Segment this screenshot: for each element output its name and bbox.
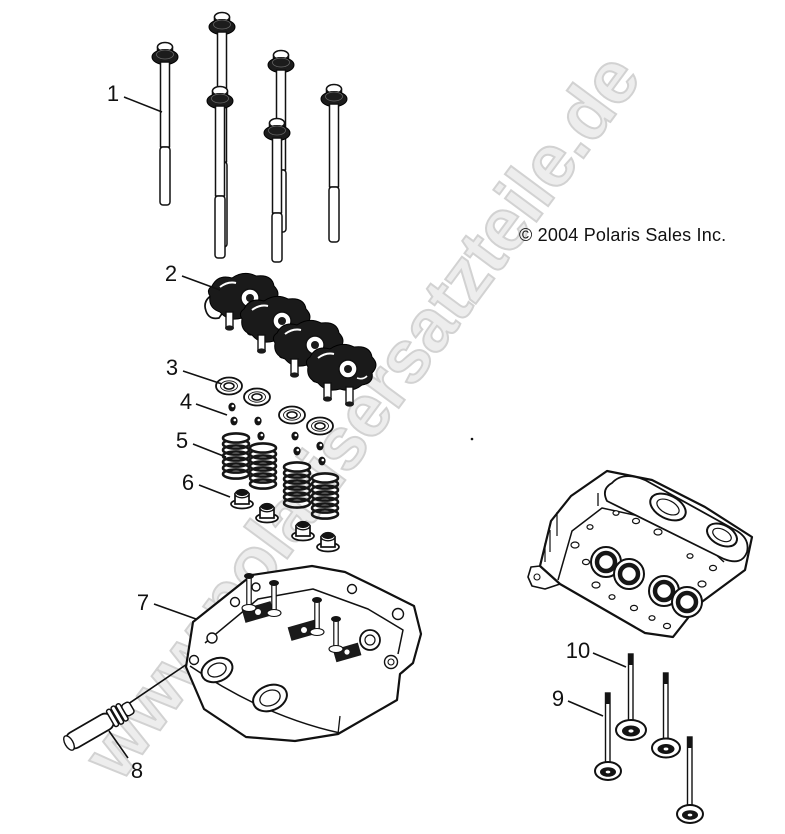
valve-stem-seal [230, 488, 254, 510]
leader-line-10 [592, 652, 627, 668]
callout-label-3: 3 [166, 355, 178, 380]
installed-valve-stems [241, 573, 344, 654]
valve [676, 736, 704, 824]
leader-line-8 [108, 730, 129, 759]
valve-spring [221, 432, 251, 480]
valves [594, 653, 704, 824]
valve [594, 692, 622, 781]
leader-line-5 [192, 443, 227, 458]
valve-spring [282, 461, 312, 509]
spring-retainer-washer [306, 416, 334, 436]
valve-stem-seal [255, 502, 279, 524]
head-bolt [320, 83, 348, 243]
callout-label-1: 1 [107, 81, 119, 106]
valve-stem-seal [316, 531, 340, 553]
dowel-pin [63, 701, 135, 751]
head-bolts [151, 11, 348, 263]
callout-labels: 1 2 3 4 5 6 7 8 9 10 [107, 81, 590, 783]
leader-line-2 [181, 275, 221, 291]
callout-label-8: 8 [131, 758, 143, 783]
spring-retainer-washer [243, 387, 271, 407]
cylinder-head-top-view [184, 564, 423, 743]
leader-line-7 [153, 603, 197, 620]
valve-spring [248, 442, 278, 490]
callout-label-6: 6 [182, 470, 194, 495]
leader-lines [108, 96, 627, 759]
callout-label-7: 7 [137, 590, 149, 615]
valve [615, 653, 647, 741]
head-bolt [263, 117, 291, 263]
valve-seats [590, 546, 703, 618]
head-bolt [151, 41, 179, 206]
valve-spring [310, 472, 340, 520]
rocker-arm [305, 343, 377, 408]
callout-label-9: 9 [552, 686, 564, 711]
callout-label-5: 5 [176, 428, 188, 453]
valve [651, 672, 681, 759]
leader-line-9 [567, 700, 604, 717]
spring-retainer-washer [278, 405, 306, 425]
leader-line-4 [195, 403, 228, 416]
leader-line-1 [123, 96, 163, 113]
leader-line-3 [182, 370, 223, 385]
copyright-text: © 2004 Polaris Sales Inc. [519, 225, 727, 245]
callout-label-4: 4 [180, 389, 192, 414]
leader-line-6 [198, 484, 231, 498]
head-bolt [206, 85, 234, 259]
valve-stem-seal [291, 520, 315, 542]
print-speck [470, 437, 474, 441]
callout-label-10: 10 [566, 638, 590, 663]
cylinder-head-bottom-view [527, 469, 754, 639]
rocker-arm-assembly [204, 272, 377, 408]
callout-label-2: 2 [165, 261, 177, 286]
spring-retainer-washer [215, 376, 243, 396]
